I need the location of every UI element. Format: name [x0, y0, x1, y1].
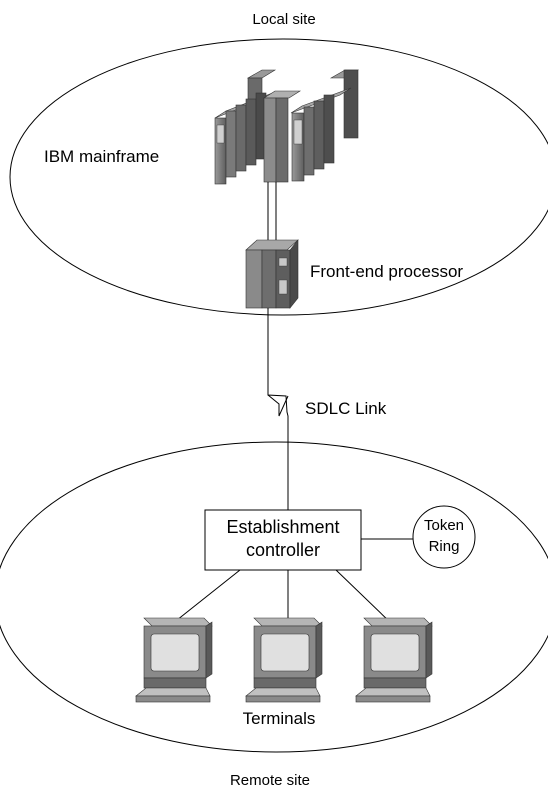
front-end-processor-icon	[245, 239, 299, 309]
terminal-icon-center	[245, 617, 323, 703]
remote-site-boundary	[0, 441, 548, 753]
terminal-icon-left	[135, 617, 213, 703]
terminal-link-left	[171, 569, 241, 625]
controller-label-line2: controller	[246, 540, 320, 560]
local-site-label: Local site	[252, 11, 315, 28]
controller-label-line1: Establishment	[226, 517, 339, 537]
sdlc-link-zigzag	[267, 394, 289, 417]
token-ring-node	[412, 505, 476, 569]
terminal-icon-right	[355, 617, 433, 703]
local-site-boundary	[9, 38, 548, 316]
mainframe-icon	[214, 69, 360, 185]
terminal-link-right	[335, 569, 393, 625]
front-end-processor-label: Front-end processor	[310, 262, 463, 281]
token-ring-label-line2: Ring	[429, 538, 460, 555]
sdlc-link-line	[267, 308, 289, 510]
sdlc-link-label: SDLC Link	[305, 399, 387, 418]
remote-site-label: Remote site	[230, 772, 310, 789]
token-ring-label-line1: Token	[424, 517, 464, 534]
mainframe-label: IBM mainframe	[44, 147, 159, 166]
terminals-label: Terminals	[243, 709, 316, 728]
establishment-controller-box	[204, 509, 362, 571]
